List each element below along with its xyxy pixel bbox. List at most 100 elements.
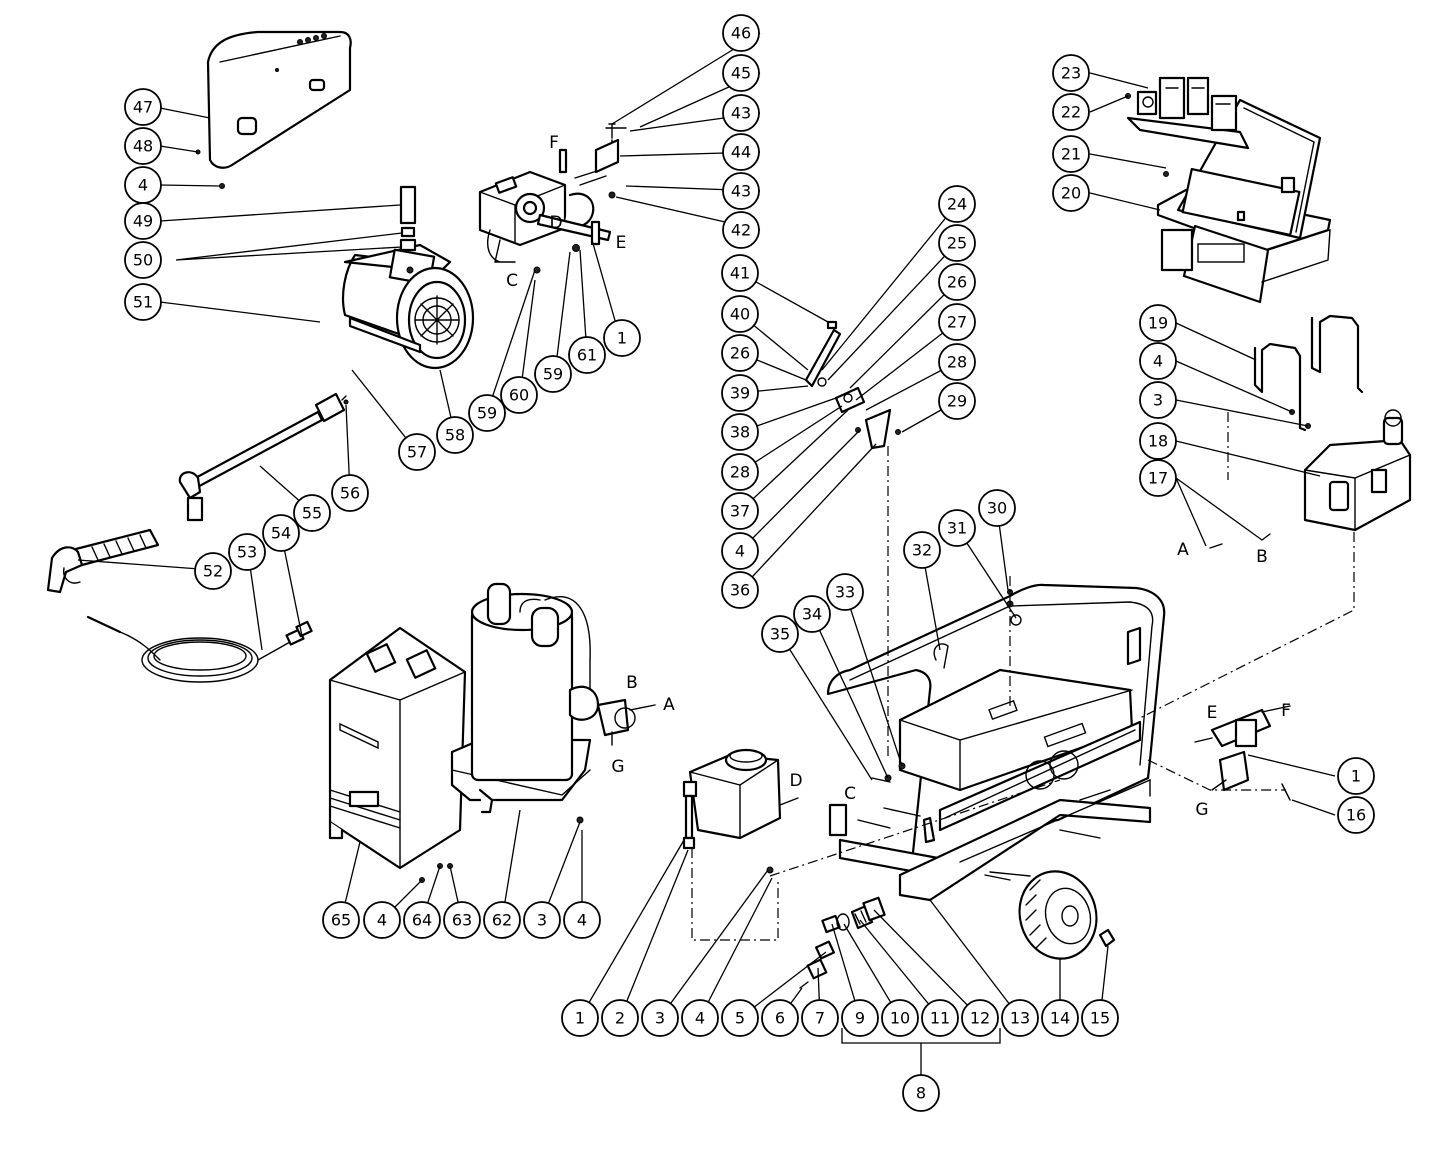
- svg-text:25: 25: [947, 234, 967, 253]
- svg-text:9: 9: [855, 1009, 865, 1028]
- callout-25: 25: [938, 224, 976, 262]
- svg-text:47: 47: [133, 98, 153, 117]
- svg-text:19: 19: [1148, 314, 1168, 333]
- callout-10: 10: [881, 999, 919, 1037]
- svg-text:1: 1: [617, 329, 627, 348]
- callout-22: 22: [1052, 93, 1090, 131]
- svg-text:4: 4: [1153, 352, 1163, 371]
- callout-55: 55: [293, 494, 331, 532]
- fuel-tank: [1253, 314, 1412, 532]
- inlet-fittings: [799, 896, 886, 989]
- callout-3a: 3: [1139, 381, 1177, 419]
- callout-19: 19: [1139, 304, 1177, 342]
- svg-text:28: 28: [947, 353, 967, 372]
- svg-text:18: 18: [1148, 432, 1168, 451]
- heater-coil: [450, 582, 656, 814]
- spring-and-nuts: [399, 185, 417, 252]
- svg-text:16: 16: [1346, 806, 1366, 825]
- svg-text:46: 46: [731, 24, 751, 43]
- svg-text:29: 29: [947, 392, 967, 411]
- svg-text:53: 53: [237, 543, 257, 562]
- svg-text:20: 20: [1061, 184, 1081, 203]
- callout-64: 64: [403, 901, 441, 939]
- svg-text:21: 21: [1061, 145, 1081, 164]
- svg-text:63: 63: [452, 911, 472, 930]
- svg-text:39: 39: [730, 384, 750, 403]
- svg-text:23: 23: [1061, 64, 1081, 83]
- svg-text:4: 4: [138, 176, 148, 195]
- svg-text:52: 52: [203, 562, 223, 581]
- callout-15: 15: [1081, 999, 1119, 1037]
- svg-text:26: 26: [730, 344, 750, 363]
- svg-text:58: 58: [445, 426, 465, 445]
- letter-a-coil: A: [663, 695, 675, 715]
- callout-43: 43: [722, 94, 760, 132]
- svg-text:62: 62: [492, 911, 512, 930]
- svg-text:2: 2: [615, 1009, 625, 1028]
- callout-44: 44: [722, 133, 760, 171]
- callout-7: 7: [801, 999, 839, 1037]
- svg-text:43: 43: [731, 104, 751, 123]
- svg-text:38: 38: [730, 423, 750, 442]
- callout-4f: 4: [681, 999, 719, 1037]
- letter-d-pump: D: [549, 213, 562, 233]
- svg-text:7: 7: [815, 1009, 825, 1028]
- letter-c-frame: C: [844, 784, 856, 804]
- svg-text:12: 12: [970, 1009, 990, 1028]
- svg-text:64: 64: [412, 911, 432, 930]
- callout-3b: 3: [523, 901, 561, 939]
- callout-59a: 59: [534, 355, 572, 393]
- svg-text:14: 14: [1050, 1009, 1070, 1028]
- svg-text:15: 15: [1090, 1009, 1110, 1028]
- connection-letters: F D E C A B B A G D C E F G: [506, 133, 1291, 820]
- callout-39: 39: [721, 374, 759, 412]
- callout-58: 58: [436, 416, 474, 454]
- callout-28a: 28: [938, 343, 976, 381]
- callout-26b: 26: [721, 334, 759, 372]
- svg-text:48: 48: [133, 137, 153, 156]
- svg-text:45: 45: [731, 64, 751, 83]
- letter-g-valve: G: [1195, 800, 1208, 820]
- callout-30: 30: [978, 489, 1016, 527]
- svg-text:4: 4: [695, 1009, 705, 1028]
- callout-29: 29: [938, 382, 976, 420]
- callout-33: 33: [826, 573, 864, 611]
- callout-53: 53: [228, 533, 266, 571]
- callout-bubbles: 46 45 43 44 43 42 47 48 4 49 50 51 1 61 …: [124, 14, 1375, 1112]
- callout-4b: 4: [721, 532, 759, 570]
- callout-27: 27: [938, 303, 976, 341]
- svg-text:33: 33: [835, 583, 855, 602]
- callout-65: 65: [322, 901, 360, 939]
- letter-a-tank: A: [1177, 540, 1189, 560]
- svg-text:1: 1: [1351, 767, 1361, 786]
- svg-text:31: 31: [947, 519, 967, 538]
- callout-42: 42: [722, 211, 760, 249]
- belt-guard: [206, 30, 352, 169]
- letter-e-pump: E: [616, 233, 627, 253]
- callout-4a: 4: [124, 166, 162, 204]
- svg-text:59: 59: [543, 365, 563, 384]
- callout-9: 9: [841, 999, 879, 1037]
- callout-45: 45: [722, 54, 760, 92]
- callout-5: 5: [721, 999, 759, 1037]
- callout-56: 56: [331, 474, 369, 512]
- callout-13: 13: [1001, 999, 1039, 1037]
- callout-38: 38: [721, 413, 759, 451]
- callout-12: 12: [961, 999, 999, 1037]
- svg-text:3: 3: [655, 1009, 665, 1028]
- connection-lines: [691, 412, 1355, 941]
- unloader-valve-assembly: [1194, 705, 1291, 801]
- leader-lines: [77, 32, 1336, 1075]
- callout-24: 24: [938, 185, 976, 223]
- callout-1b: 1: [1337, 757, 1375, 795]
- svg-text:41: 41: [730, 264, 750, 283]
- svg-text:30: 30: [987, 499, 1007, 518]
- callout-46: 46: [722, 14, 760, 52]
- callout-50: 50: [124, 241, 162, 279]
- callout-47: 47: [124, 88, 162, 126]
- svg-text:3: 3: [537, 911, 547, 930]
- cabinet-shroud: [328, 626, 467, 870]
- parts-drawing: [46, 30, 1412, 989]
- control-box: [1126, 76, 1332, 304]
